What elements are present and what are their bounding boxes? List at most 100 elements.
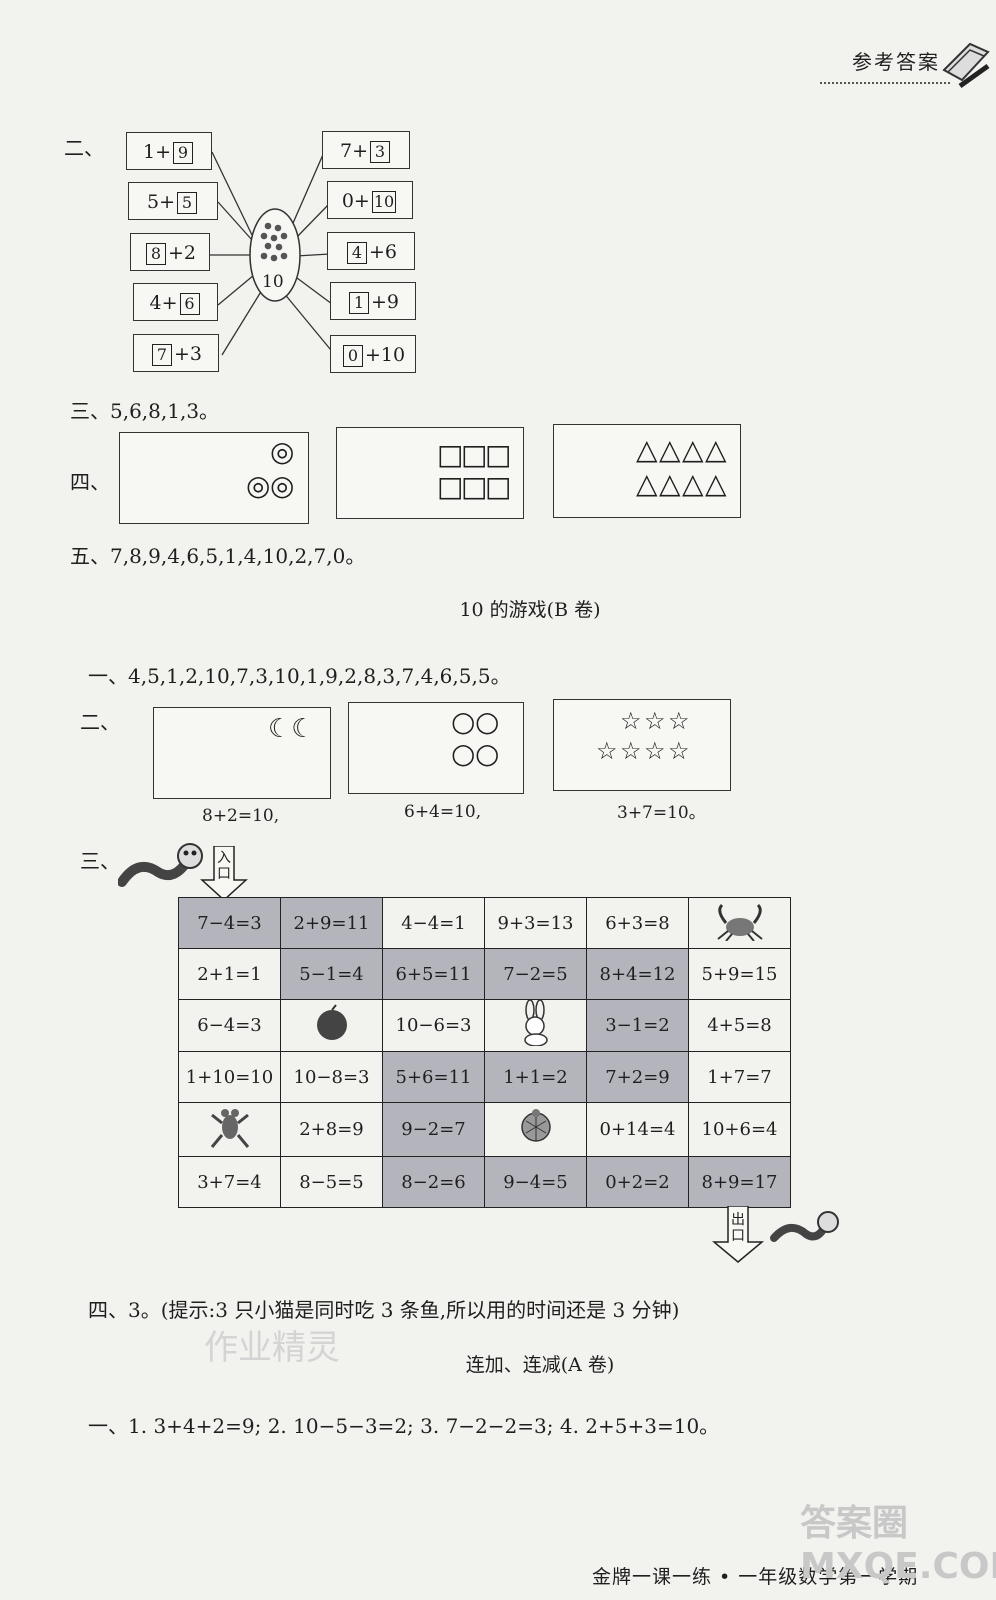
maze-cell: 8+4=12 <box>586 948 689 1000</box>
connect-lines <box>210 149 336 356</box>
right-expression-3: 4+6 <box>327 232 415 270</box>
right-expression-1: 7+3 <box>322 131 410 169</box>
left-expression-1: 1+9 <box>126 132 212 170</box>
caterpillar-icon <box>118 843 203 887</box>
expression-part: 0 <box>342 345 363 367</box>
circle-icon: ○ <box>451 705 476 738</box>
star-icon: ☆ <box>620 737 642 765</box>
square-icon: □ <box>485 470 512 503</box>
expression-part: +6 <box>368 241 397 263</box>
a-section-1-answer: 一、1. 3+4+2=9; 2. 10−5−3=2; 3. 7−2−2=3; 4… <box>88 1414 720 1438</box>
maze-cell: 2+1=1 <box>178 948 281 1000</box>
b-section-1-answer: 一、4,5,1,2,10,7,3,10,1,9,2,8,3,7,4,6,5,5。 <box>88 664 511 688</box>
watermark-text: 作业精灵 <box>204 1328 340 1368</box>
footer-text: 金牌一课一练 • 一年级数学第一学期 <box>592 1566 919 1588</box>
section-2-marker: 二、 <box>64 136 104 160</box>
expression-part: 7+ <box>339 140 368 162</box>
right-expression-5: 0+10 <box>330 335 416 373</box>
maze-cell: 9−2=7 <box>382 1102 485 1157</box>
caption-1: 8+2=10, <box>202 806 280 826</box>
square-icon: □ <box>461 470 488 503</box>
triangle-icon: △ <box>659 467 681 500</box>
maze-cell: 6+5=11 <box>382 948 485 1000</box>
square-icon: □ <box>437 438 464 471</box>
corner-watermark-logo: 答案圈 MXQE.COM <box>800 1503 996 1587</box>
ball-icon <box>280 999 383 1052</box>
b-section-4-answer: 四、3。(提示:3 只小猫是同时吃 3 条鱼,所以用的时间还是 3 分钟) <box>88 1298 680 1322</box>
expression-part: 8 <box>145 243 166 265</box>
maze-cell: 1+7=7 <box>688 1051 791 1103</box>
right-expression-2: 0+10 <box>327 181 413 219</box>
expression-part: 5+ <box>146 191 175 213</box>
maze-cell: 5+9=15 <box>688 948 791 1000</box>
left-expression-4: 4+6 <box>133 283 218 321</box>
circle-icon: ○ <box>451 737 476 770</box>
triangle-icon: △ <box>636 467 658 500</box>
maze-cell: 10−6=3 <box>382 999 485 1052</box>
maze-cell: 9−4=5 <box>484 1156 587 1208</box>
expression-part: 4+ <box>149 292 178 314</box>
b-section-2-marker: 二、 <box>80 710 120 734</box>
expression-part: +9 <box>370 291 399 313</box>
shape-box-circles: ◎ ◎ ◎ <box>119 432 309 524</box>
maze-cell: 5+6=11 <box>382 1051 485 1103</box>
section-4-marker: 四、 <box>70 470 110 494</box>
maze-cell: 8−2=6 <box>382 1156 485 1208</box>
maze-cell: 10+6=4 <box>688 1102 791 1157</box>
expression-part: 7 <box>151 344 172 366</box>
double-circle-icon: ◎ <box>270 435 295 468</box>
maze-cell: 9+3=13 <box>484 897 587 949</box>
crab-icon <box>688 897 791 949</box>
star-icon: ☆ <box>620 707 642 735</box>
triangle-icon: △ <box>659 433 681 466</box>
expression-part: +2 <box>167 242 196 264</box>
star-icon: ☆ <box>644 707 666 735</box>
picture-box-stars: ☆ ☆ ☆ ☆ ☆ ☆ ☆ <box>553 699 731 791</box>
double-circle-icon: ◎ <box>246 469 271 502</box>
left-expression-3: 8+2 <box>130 233 210 271</box>
header-wavy-line <box>820 82 950 84</box>
maze-cell: 7−4=3 <box>178 897 281 949</box>
moon-icon: ☾☾ <box>268 714 315 744</box>
expression-part: 4 <box>346 242 367 264</box>
star-icon: ☆ <box>668 737 690 765</box>
expression-part: 0+ <box>341 190 370 212</box>
left-expression-5: 7+3 <box>133 334 219 372</box>
square-icon: □ <box>461 438 488 471</box>
entry-arrow: 入口 <box>200 845 248 906</box>
triangle-icon: △ <box>636 433 658 466</box>
triangle-icon: △ <box>705 433 727 466</box>
title-b: 10 的游戏(B 卷) <box>459 599 601 621</box>
maze-cell: 6−4=3 <box>178 999 281 1052</box>
expression-part: 1+ <box>142 141 171 163</box>
b-section-3-marker: 三、 <box>80 849 120 873</box>
maze-cell: 3+7=4 <box>178 1156 281 1208</box>
caption-3: 3+7=10。 <box>617 803 706 823</box>
maze-cell: 5−1=4 <box>280 948 383 1000</box>
maze-cell: 3−1=2 <box>586 999 689 1052</box>
section-3-answer: 三、5,6,8,1,3。 <box>70 399 220 423</box>
expression-part: +3 <box>173 343 202 365</box>
maze-cell: 1+10=10 <box>178 1051 281 1103</box>
book-pencil-icon <box>942 42 990 89</box>
section-5-answer: 五、7,8,9,4,6,5,1,4,10,2,7,0。 <box>70 544 366 568</box>
triangle-icon: △ <box>705 467 727 500</box>
shape-box-triangles: △ △ △ △ △ △ △ △ <box>553 424 741 518</box>
maze-cell: 6+3=8 <box>586 897 689 949</box>
maze-cell: 8−5=5 <box>280 1156 383 1208</box>
maze-cell: 4+5=8 <box>688 999 791 1052</box>
shape-box-squares: □ □ □ □ □ □ <box>336 427 524 519</box>
maze-cell: 4−4=1 <box>382 897 485 949</box>
square-icon: □ <box>437 470 464 503</box>
expression-part: 1 <box>348 292 369 314</box>
down-arrow-icon <box>200 845 248 902</box>
right-expression-4: 1+9 <box>330 282 416 320</box>
title-a: 连加、连减(A 卷) <box>465 1354 615 1376</box>
